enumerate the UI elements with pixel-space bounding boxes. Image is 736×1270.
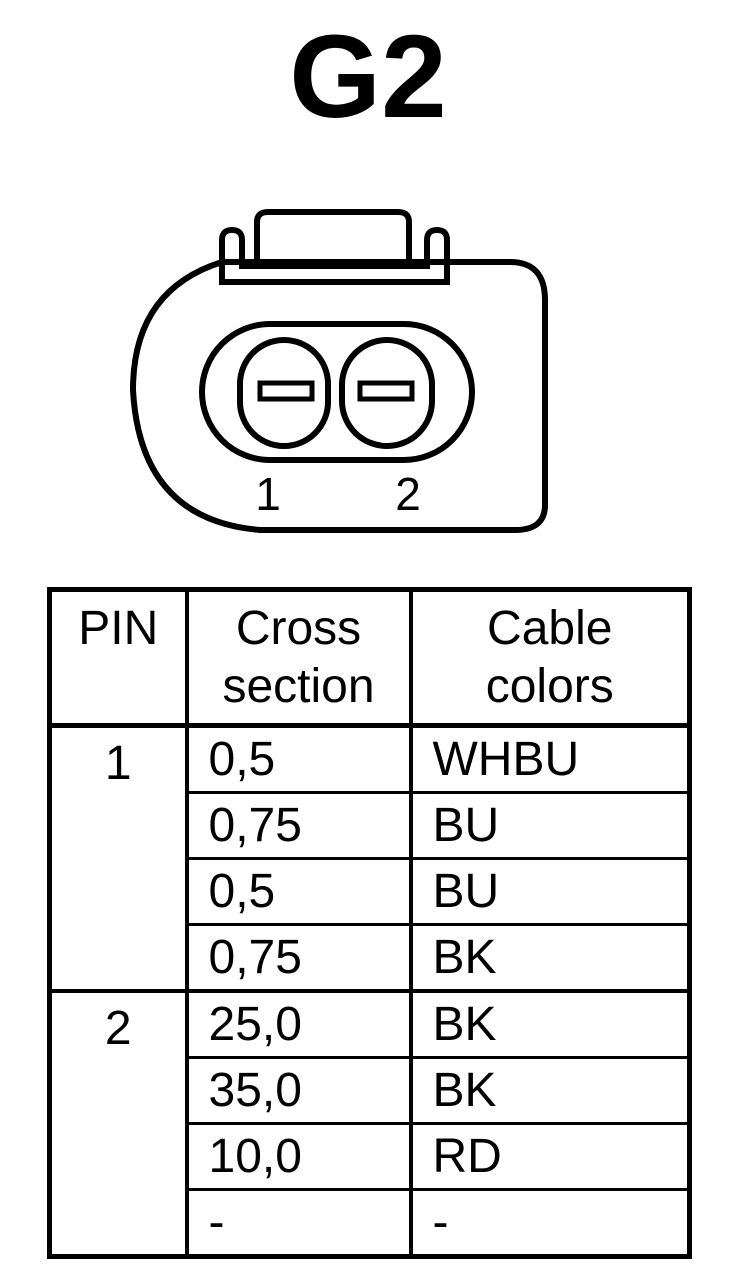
pin-assignment-table: PIN Cross section Cable colors 1 0,5 WHB… (47, 587, 692, 1259)
table-row: 0,75 BK (50, 923, 690, 991)
table-row: 1 0,5 WHBU (50, 725, 690, 793)
cable-color-cell: BU (408, 791, 690, 859)
pin-socket-oval (199, 321, 475, 463)
pin-2-cavity (339, 337, 435, 449)
pin-number-cell: 2 (49, 989, 187, 1257)
connector-title: G2 (289, 11, 447, 143)
connector-housing (129, 259, 548, 533)
table-row: 0,5 BU (50, 857, 690, 925)
connector-latch-rail (219, 226, 450, 285)
header-cross-section-line-1: Cross (235, 602, 362, 655)
pin-1-label: 1 (255, 468, 281, 520)
connector-drawing: 1 2 (129, 209, 548, 533)
table-row: - - (50, 1188, 690, 1257)
pin-1-contact (257, 380, 315, 402)
pin-1-cavity (237, 337, 331, 449)
header-cross-section: Cross section (184, 589, 411, 728)
table-header-row: PIN Cross section Cable colors (49, 589, 690, 728)
cable-color-cell: BK (408, 989, 690, 1058)
header-cable-colors: Cable colors (408, 589, 690, 728)
pin-2-contact (357, 380, 415, 402)
cable-color-cell: BK (408, 923, 690, 991)
pin-number-cell: 1 (104, 737, 132, 790)
cable-color-cell: BU (408, 857, 690, 925)
header-cross-section-line-2: section (222, 660, 375, 713)
cross-section-cell: 0,75 (184, 791, 411, 859)
table-row: 0,75 BU (50, 791, 690, 859)
cross-section-cell: 0,5 (184, 725, 411, 793)
cable-color-cell: WHBU (408, 725, 690, 793)
cross-section-cell: - (184, 1188, 411, 1257)
cross-section-cell: 25,0 (184, 989, 411, 1058)
cross-section-cell: 0,5 (184, 857, 411, 925)
table-row: 2 25,0 BK (49, 989, 690, 1257)
cross-section-cell: 10,0 (184, 1122, 411, 1190)
connector-latch (254, 209, 412, 268)
cross-section-cell: 35,0 (184, 1056, 411, 1124)
table-row: 35,0 BK (50, 1056, 690, 1124)
cross-section-cell: 0,75 (184, 923, 411, 991)
table-row: 10,0 RD (50, 1122, 690, 1190)
cable-color-cell: BK (408, 1056, 690, 1124)
header-pin: PIN (49, 589, 187, 728)
cable-color-cell: RD (408, 1122, 690, 1190)
header-cable-colors-line-2: colors (485, 660, 614, 713)
header-cable-colors-line-1: Cable (487, 602, 613, 655)
header-pin-line: PIN (78, 602, 159, 655)
pin-2-label: 2 (395, 468, 421, 520)
cable-color-cell: - (408, 1188, 690, 1257)
